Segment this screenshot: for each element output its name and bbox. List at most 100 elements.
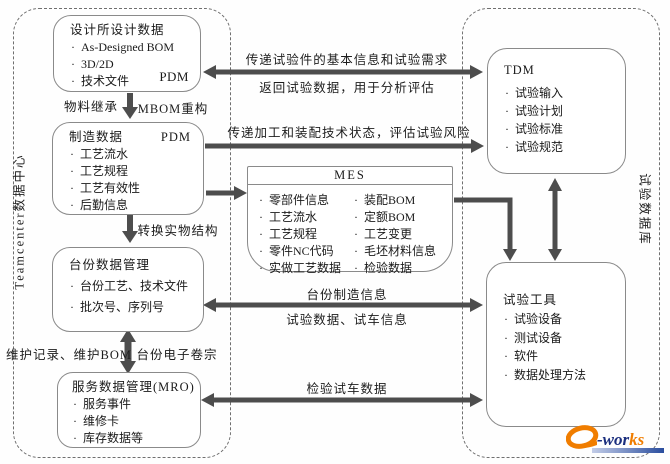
manufacturing-data-box: 制造数据 PDM ·工艺流水 ·工艺规程 ·工艺有效性 ·后勤信息 — [52, 122, 204, 215]
bullet-icon: · — [259, 243, 263, 258]
arrow-mfg-mes — [206, 186, 247, 200]
logo-text-navy: -wor — [597, 430, 630, 449]
design-data-title: 设计所设计数据 — [70, 23, 165, 37]
list-item: ·工艺变更 — [353, 227, 448, 243]
list-item-label: 软件 — [514, 349, 539, 363]
mes-left-column: ·零部件信息 · 工艺流水 · 工艺规程 · 零件NC代码 · 实做工艺数据 — [258, 191, 353, 276]
list-item-label: 试验设备 — [514, 312, 563, 326]
mes-columns: ·零部件信息 ·工艺流水 ·工艺规程 ·零件NC代码 ·实做工艺数据 ·装配BO… — [248, 185, 452, 278]
mes-right-column: ·装配BOM ·定额BOM ·工艺变更 ·毛坯材料信息 ·检验数据 — [353, 191, 448, 276]
mes-title: MES — [248, 167, 452, 185]
logo-text-orange: ks — [629, 430, 645, 449]
edge-label-inspection-data: 检验试车数据 — [306, 382, 388, 396]
list-item: ·批次号、序列号 — [69, 300, 197, 315]
bullet-icon: · — [73, 397, 77, 411]
bullet-icon: · — [70, 147, 74, 161]
unit-data-box: 台份数据管理 · 台份工艺、技术文件 ·批次号、序列号 — [52, 247, 204, 332]
bullet-icon: · — [504, 312, 508, 326]
bullet-icon: · — [259, 260, 263, 275]
list-item: · 实做工艺数据 — [258, 261, 353, 277]
list-item: ·试验输入 — [504, 86, 619, 101]
mro-title: 服务数据管理(MRO) — [72, 380, 195, 394]
list-item-label: 数据处理方法 — [514, 367, 587, 382]
eworks-logo: -works — [566, 425, 664, 453]
list-item-label: 工艺规程 — [269, 226, 318, 241]
arrows — [120, 65, 562, 407]
list-item: ·毛坯材料信息 — [353, 244, 448, 260]
list-item-label: 台份工艺、技术文件 — [80, 279, 189, 293]
list-item: ·工艺规程 — [69, 164, 195, 179]
bullet-icon: · — [505, 86, 509, 100]
test-tools-box: 试验工具 · 试验设备 ·测试设备 · 软件 · 数据处理方法 — [486, 262, 626, 427]
list-item: ·装配BOM — [353, 193, 448, 209]
edge-label-convert-structure: 转换实物结构 — [137, 224, 219, 238]
list-item-label: 检验数据 — [364, 260, 413, 275]
bullet-icon: · — [71, 74, 75, 88]
bullet-icon: · — [259, 209, 263, 224]
bullet-icon: · — [354, 260, 358, 275]
list-item: · 试验规范 — [504, 140, 619, 155]
bullet-icon: · — [504, 330, 508, 345]
bullet-icon: · — [504, 367, 508, 382]
list-item: · 数据处理方法 — [503, 368, 619, 383]
bullet-icon: · — [505, 140, 509, 154]
test-tools-title: 试验工具 — [503, 293, 558, 307]
list-item: ·工艺有效性 — [69, 181, 195, 196]
list-item: · 服务事件 — [72, 397, 194, 412]
design-data-box: 设计所设计数据 · As-Designed BOM · 3D/2D ·技术文件 PD… — [53, 15, 201, 92]
list-item-label: 库存数据等 — [83, 431, 144, 445]
list-item: ·测试设备 — [503, 331, 619, 346]
list-item-label: 零部件信息 — [269, 192, 330, 207]
list-item-label: 试验计划 — [515, 104, 564, 118]
bullet-icon: · — [354, 209, 358, 224]
list-item: · 试验设备 — [503, 312, 619, 327]
edge-label-mfg-tdm: 传递加工和装配技术状态，评估试验风险 — [227, 126, 471, 140]
tdm-title: TDM — [504, 63, 535, 77]
bullet-icon: · — [71, 57, 75, 71]
list-item: · 库存数据等 — [72, 431, 194, 446]
list-item-label: 零件NC代码 — [269, 243, 334, 258]
bullet-icon: · — [505, 104, 509, 118]
list-item-label: 后勤信息 — [80, 198, 129, 212]
list-item-label: 批次号、序列号 — [80, 300, 165, 314]
arrow-design-tdm — [203, 65, 483, 79]
bullet-icon: · — [354, 226, 358, 241]
edge-label-mbom-rebuild: MBOM重构 — [137, 102, 209, 116]
arrow-unit-tools — [203, 298, 483, 312]
arrow-mfg-unit — [122, 215, 138, 243]
list-item-label: 毛坯材料信息 — [364, 243, 437, 258]
pdm-tag: PDM — [159, 69, 189, 84]
manufacturing-title: 制造数据 — [69, 130, 124, 144]
list-item: · 3D/2D — [70, 57, 192, 72]
list-item: ·维修卡 — [72, 414, 194, 429]
arrow-tdm-tools — [548, 178, 562, 261]
unit-data-title: 台份数据管理 — [69, 258, 151, 272]
edge-label-test-run-info: 试验数据、试车信息 — [286, 313, 408, 327]
list-item-label: 试验规范 — [515, 140, 564, 154]
list-item: · 检验数据 — [353, 261, 448, 277]
list-item-label: 服务事件 — [83, 397, 132, 411]
list-item-label: 工艺有效性 — [80, 181, 141, 195]
bullet-icon: · — [259, 226, 263, 241]
logo-underline-bar — [592, 448, 664, 453]
bullet-icon: · — [70, 279, 74, 293]
list-item: · 试验计划 — [504, 104, 619, 119]
list-item: ·技术文件 — [70, 74, 192, 89]
edge-label-maintenance-records: 维护记录、维护BOM — [6, 348, 132, 362]
list-item-label: 3D/2D — [81, 57, 114, 71]
list-item: ·零部件信息 — [258, 193, 353, 209]
mro-service-data-box: 服务数据管理(MRO) · 服务事件 ·维修卡 · 库存数据等 — [57, 372, 201, 448]
bullet-icon: · — [73, 414, 77, 428]
list-item-label: 实做工艺数据 — [269, 260, 342, 275]
list-item-label: 工艺流水 — [269, 209, 318, 224]
list-item-label: 试验标准 — [515, 122, 564, 136]
list-item: ·试验标准 — [504, 122, 619, 137]
teamcenter-region-border — [13, 8, 231, 458]
edge-label-design-tdm-top: 传递试验件的基本信息和试验需求 — [245, 53, 449, 67]
manufacturing-header: 制造数据 PDM — [69, 130, 195, 145]
list-item-label: As-Designed BOM — [81, 40, 174, 54]
bullet-icon: · — [73, 431, 77, 445]
list-item: · 零件NC代码 — [258, 244, 353, 260]
